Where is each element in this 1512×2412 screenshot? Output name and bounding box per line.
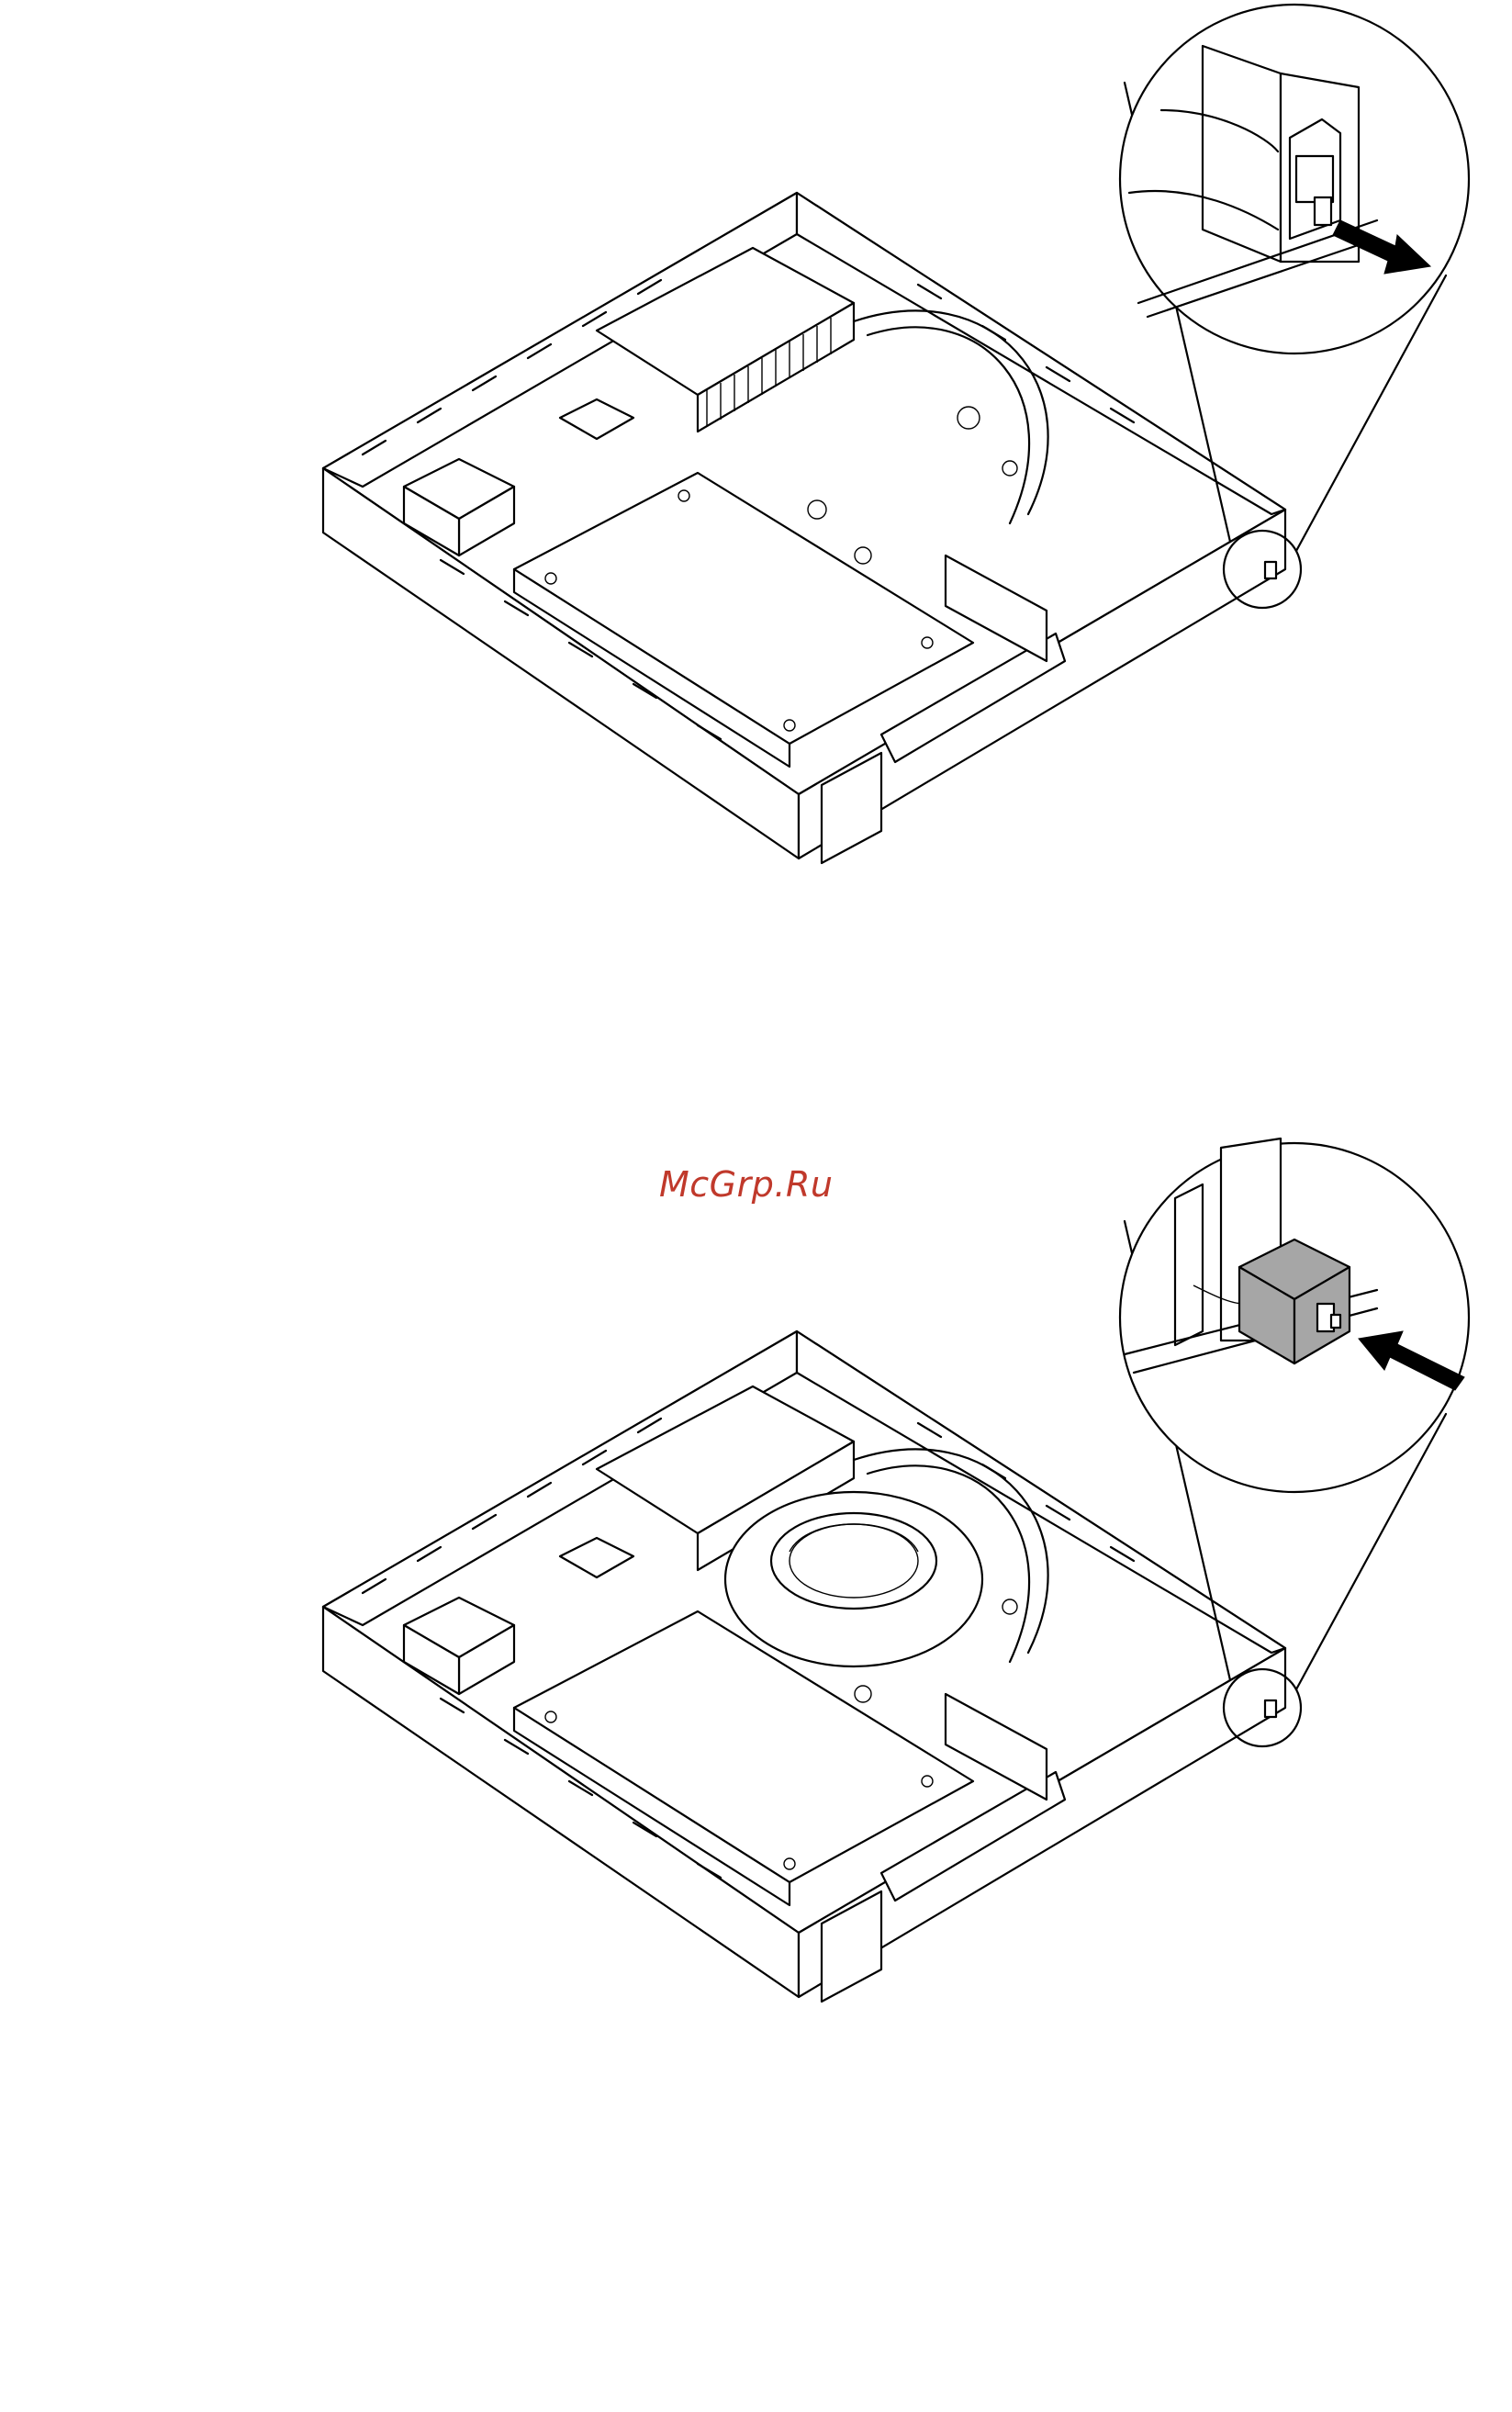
chassis-body bbox=[323, 1331, 1301, 2002]
computer-chassis-illustration bbox=[0, 1111, 1512, 2029]
figure-install-switch bbox=[0, 1111, 1512, 2029]
fan-icon bbox=[725, 1492, 982, 1666]
figure-remove-switch bbox=[0, 0, 1512, 918]
computer-chassis-illustration bbox=[0, 0, 1512, 918]
chassis-body bbox=[323, 193, 1301, 863]
